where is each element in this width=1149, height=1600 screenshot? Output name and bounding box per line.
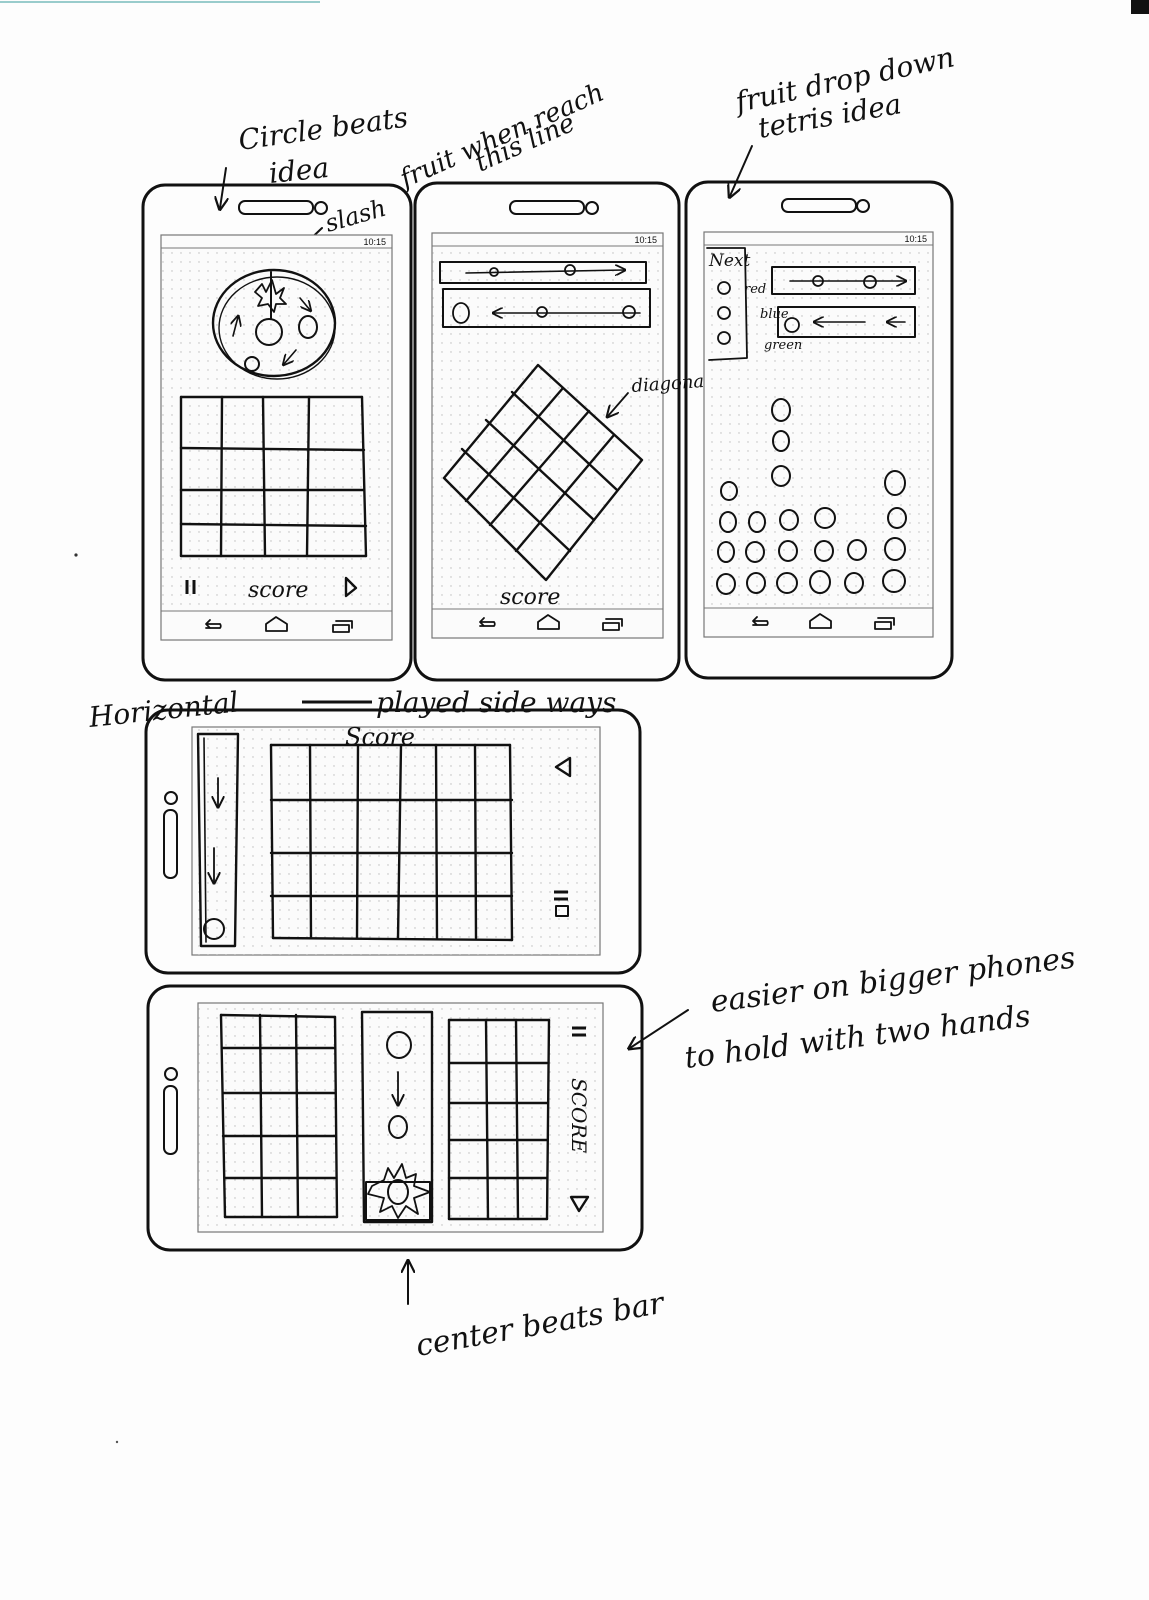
drop-lane [196,732,240,948]
beat-circle[interactable] [298,315,318,339]
next-label: Next [708,251,751,271]
left-grid[interactable] [219,1013,339,1219]
status-bar-time: 10:15 [904,234,927,244]
annotation-fruit-drop-down: fruit drop down tetris idea [730,40,957,196]
beat-circle[interactable] [255,318,283,346]
annotation-fruit-when-reach: fruit when reach this line [394,78,609,196]
annotation-sideways-text: played side ways [376,686,616,719]
score-label: score [248,578,308,603]
recent-apps-icon[interactable] [874,617,895,630]
game-grid[interactable] [269,743,514,942]
back-icon[interactable] [479,617,496,627]
back-icon[interactable] [752,616,769,626]
phone-diagonal-lanes: 10:15 diagonal score [413,181,711,682]
annotation-easier-bigger-phones: easier on bigger phones to hold with two… [630,940,1077,1076]
phone-center-beats-bar: SCORE [146,984,644,1252]
phone-horizontal-single: Score [144,708,642,975]
home-icon[interactable] [537,614,560,630]
play-button[interactable] [569,1195,590,1213]
color-label-green: green [764,338,802,353]
score-label: SCORE [567,1078,591,1153]
right-grid[interactable] [447,1018,551,1221]
status-bar-time: 10:15 [634,235,657,245]
phone-circle-beats: 10:15 score [141,183,413,682]
fruit-stack [716,398,907,595]
play-button[interactable] [554,756,572,778]
beat-circle[interactable] [244,356,260,372]
annotation-circle-beats-idea: Circle beats idea [220,100,410,208]
status-bar-time: 10:15 [363,237,386,247]
annotation-center-beats-bar: center beats bar [408,1262,668,1364]
center-beats-bar [360,1010,434,1224]
pause-button[interactable] [554,890,569,917]
color-label-red: red [744,282,766,297]
recent-apps-icon[interactable] [332,620,353,633]
nav-bar [205,616,353,633]
play-button[interactable] [344,576,358,598]
slash-burst-icon [254,279,287,313]
annotation-line-1: Circle beats [236,100,410,156]
annotation-line-2: idea [267,151,330,190]
phone-fruit-drop: 10:15 Next red blue green [684,180,954,680]
beat-lane-bottom [442,288,651,328]
back-icon[interactable] [205,619,222,629]
pause-button[interactable] [185,580,196,594]
next-fruit-panel: Next red blue green [706,247,802,361]
score-label: score [500,585,560,610]
pause-button[interactable] [572,1026,586,1037]
annotation-slash-text: slash [322,194,389,238]
annotation-center-text: center beats bar [413,1286,668,1364]
annotation-diagonal: diagonal [631,371,711,397]
recent-apps-icon[interactable] [602,618,623,631]
home-icon[interactable] [809,613,832,629]
nav-bar [479,614,623,631]
home-icon[interactable] [265,616,288,632]
color-label-blue: blue [760,307,789,322]
score-label: Score [345,723,415,751]
beat-hit-burst-icon [367,1163,431,1219]
beat-lane-top [439,261,647,284]
diagonal-grid[interactable] [442,363,644,582]
game-grid[interactable] [179,395,368,558]
nav-bar [752,613,895,630]
